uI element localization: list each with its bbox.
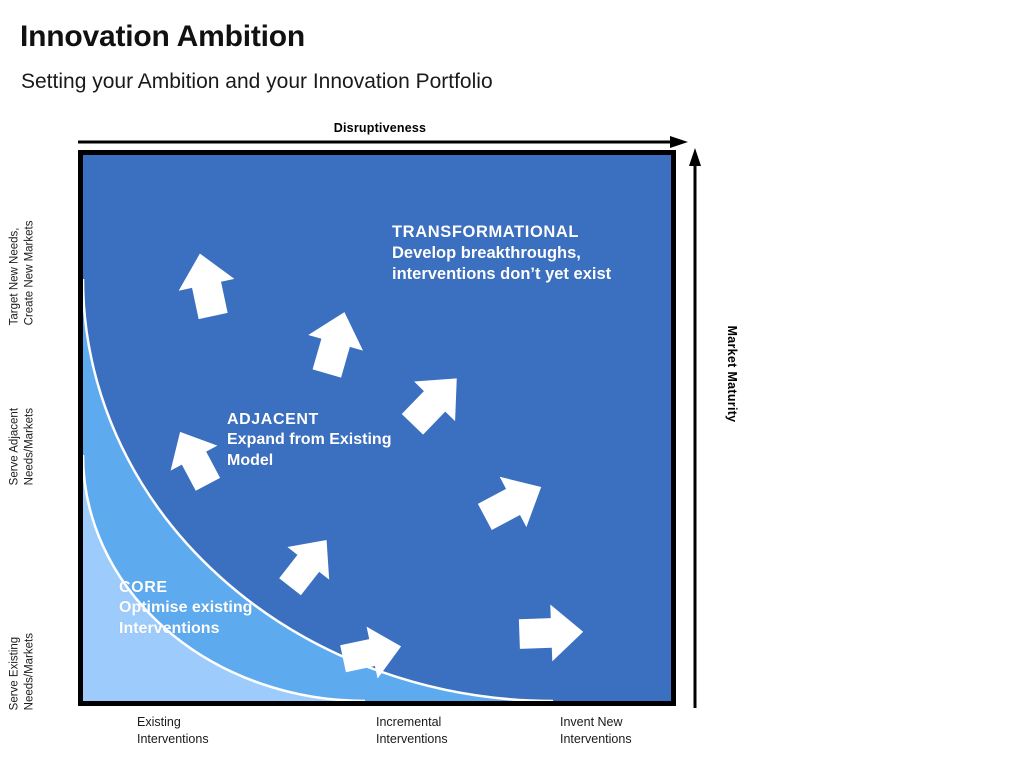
zone-desc-line1: Expand from Existing: [227, 431, 392, 449]
zone-label-transformational: TRANSFORMATIONAL Develop breakthroughs, …: [392, 222, 611, 285]
x-axis-label-line2: Interventions: [560, 731, 632, 746]
arrow-adjacent-4: [477, 476, 542, 531]
zone-desc-line2: interventions don’t yet exist: [392, 264, 612, 283]
x-axis-label-line1: Existing: [137, 715, 181, 729]
disruptiveness-arrow-icon: [78, 136, 688, 148]
zone-title: CORE: [119, 579, 168, 596]
band-core: [83, 455, 365, 701]
page-subtitle: Setting your Ambition and your Innovatio…: [21, 70, 493, 93]
page-title: Innovation Ambition: [20, 20, 306, 53]
zone-desc-line2: Model: [227, 451, 274, 469]
zone-desc-line1: Optimise existing: [119, 599, 253, 617]
y-axis-label-line2: Needs/Markets: [23, 408, 36, 486]
arrow-adjacent-1: [178, 253, 235, 320]
zone-title: TRANSFORMATIONAL: [392, 223, 580, 241]
y-axis-label-serve-adjacent: Serve Adjacent Needs/Markets: [8, 408, 38, 485]
x-axis-label-invent-new-interventions: Invent New Interventions: [560, 714, 632, 748]
zone-label-adjacent: ADJACENT Expand from Existing Model: [227, 410, 391, 471]
x-axis-label-line1: Invent New: [560, 715, 623, 729]
y-axis-label-line1: Serve Existing: [8, 636, 21, 711]
market-maturity-axis-label: Market Maturity: [725, 325, 739, 423]
band-adjacent-arc-stroke: [83, 278, 554, 701]
x-axis-label-line2: Interventions: [137, 731, 209, 746]
arrow-core-2: [279, 539, 330, 596]
arrow-adjacent-3: [401, 378, 457, 435]
band-adjacent: [83, 279, 553, 701]
y-axis-label-line1: Target New Needs,: [8, 227, 21, 326]
x-axis-label-line2: Interventions: [376, 731, 448, 746]
y-axis-label-serve-existing: Serve Existing Needs/Markets: [8, 633, 38, 710]
zone-title: ADJACENT: [227, 411, 319, 428]
arrow-core-1: [170, 431, 221, 491]
zone-desc-line2: Interventions: [119, 619, 220, 637]
arrow-adjacent-5: [518, 604, 584, 662]
arrow-adjacent-2: [308, 312, 364, 378]
zone-label-core: CORE Optimise existing Interventions: [119, 578, 252, 639]
y-axis-label-line1: Serve Adjacent: [8, 407, 21, 486]
market-maturity-arrow-icon: [689, 148, 701, 708]
x-axis-label-existing-interventions: Existing Interventions: [137, 714, 209, 748]
arrow-core-3: [340, 626, 402, 679]
y-axis-label-line2: Create New Markets: [23, 220, 36, 326]
disruptiveness-axis-label: Disruptiveness: [333, 121, 427, 135]
band-core-arc-stroke: [83, 454, 366, 701]
y-axis-label-line2: Needs/Markets: [23, 633, 36, 711]
x-axis-label-incremental-interventions: Incremental Interventions: [376, 714, 448, 748]
chart-bands-svg: [83, 155, 671, 701]
zone-desc-line1: Develop breakthroughs,: [392, 243, 581, 262]
y-axis-label-target-new-needs: Target New Needs, Create New Markets: [8, 221, 38, 326]
x-axis-label-line1: Incremental: [376, 715, 442, 729]
innovation-ambition-chart: TRANSFORMATIONAL Develop breakthroughs, …: [78, 150, 676, 706]
